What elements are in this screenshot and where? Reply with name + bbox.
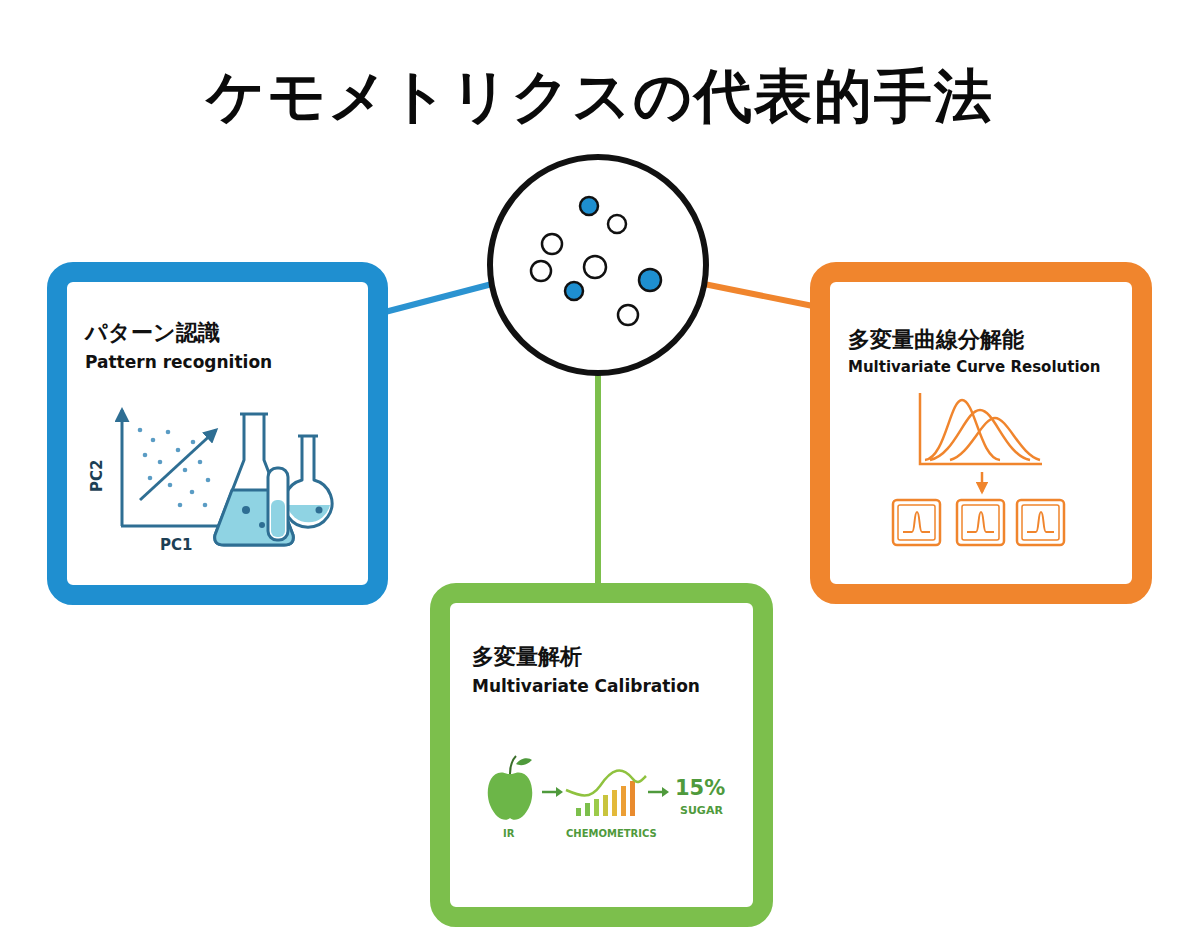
axis-label: PC1 bbox=[160, 536, 192, 554]
leader-line bbox=[385, 284, 492, 312]
box-subheading: Multivariate Curve Resolution bbox=[848, 358, 1101, 376]
box-heading: パターン認識 bbox=[85, 318, 220, 348]
box-subheading: Pattern recognition bbox=[85, 352, 272, 372]
box-subheading: Multivariate Calibration bbox=[472, 676, 700, 696]
diagram-title: ケモメトリクスの代表的手法 bbox=[0, 58, 1200, 136]
axis-label: PC2 bbox=[88, 460, 106, 492]
box-heading: 多変量曲線分解能 bbox=[848, 325, 1024, 355]
result-unit: SUGAR bbox=[680, 804, 723, 817]
box-heading: 多変量解析 bbox=[472, 642, 582, 672]
method-box: パターン認識 Pattern recognition bbox=[47, 262, 388, 605]
leader-line bbox=[704, 284, 813, 306]
caption-label: IR bbox=[503, 828, 514, 839]
leader-line bbox=[595, 375, 601, 586]
method-box: 多変量曲線分解能 Multivariate Curve Resolution bbox=[810, 262, 1152, 604]
caption-label: CHEMOMETRICS bbox=[566, 828, 657, 839]
method-box: 多変量解析 Multivariate Calibration bbox=[430, 583, 773, 927]
molecule-circle bbox=[490, 157, 706, 373]
result-value: 15% bbox=[675, 776, 725, 800]
